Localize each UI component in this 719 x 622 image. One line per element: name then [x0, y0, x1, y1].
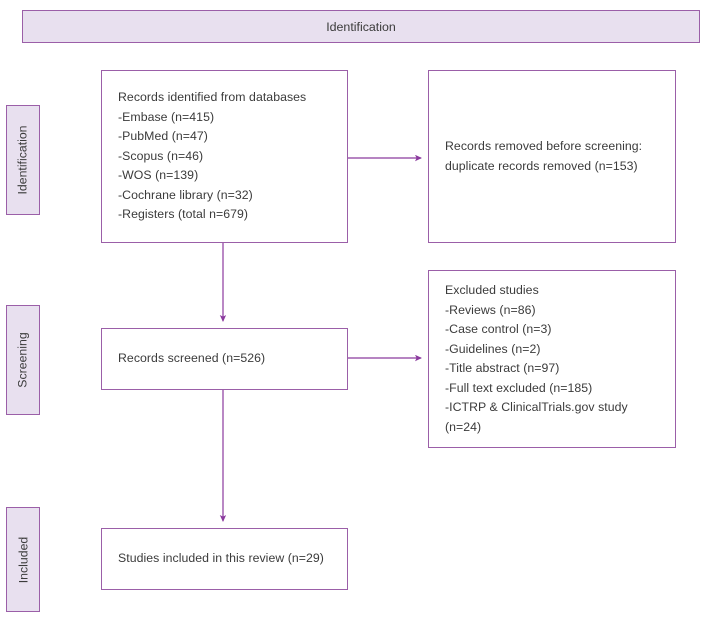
- stage-label-screening-text: Screening: [16, 332, 30, 388]
- header-banner-label: Identification: [326, 19, 396, 34]
- node-excluded-studies-text: Excluded studies -Reviews (n=86) -Case c…: [445, 283, 628, 434]
- node-records-identified: Records identified from databases -Embas…: [101, 70, 348, 243]
- node-studies-included-text: Studies included in this review (n=29): [118, 551, 324, 566]
- node-studies-included: Studies included in this review (n=29): [101, 528, 348, 590]
- node-records-removed-text: Records removed before screening: duplic…: [445, 139, 643, 173]
- stage-label-identification: Identification: [6, 105, 40, 215]
- node-excluded-studies: Excluded studies -Reviews (n=86) -Case c…: [428, 270, 676, 448]
- node-records-screened: Records screened (n=526): [101, 328, 348, 390]
- node-records-screened-text: Records screened (n=526): [118, 351, 266, 366]
- stage-label-included: Included: [6, 507, 40, 612]
- stage-label-identification-text: Identification: [16, 125, 31, 195]
- stage-label-included-text: Included: [16, 536, 30, 583]
- header-banner: Identification: [22, 10, 700, 43]
- node-records-removed: Records removed before screening: duplic…: [428, 70, 676, 243]
- node-records-identified-text: Records identified from databases -Embas…: [118, 90, 307, 222]
- stage-label-screening: Screening: [6, 305, 40, 415]
